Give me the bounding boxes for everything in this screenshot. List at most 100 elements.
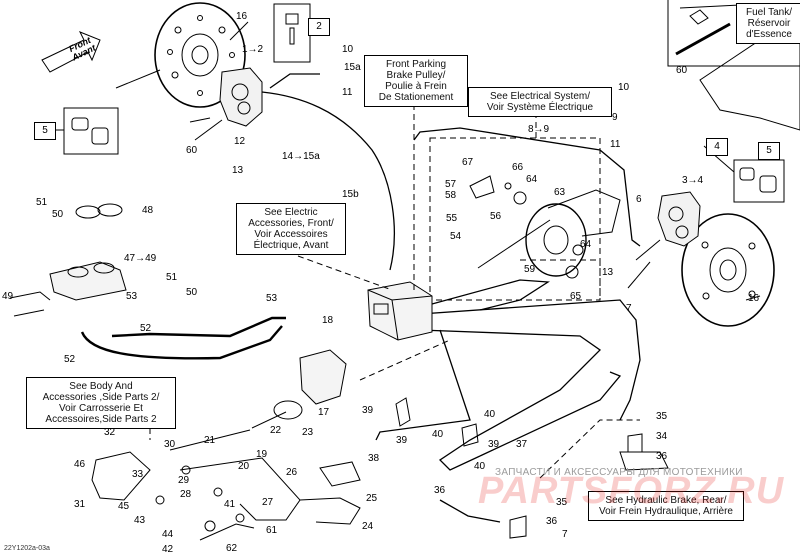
brake-pad-kit-right bbox=[733, 159, 785, 203]
callout-electrical-line1: See Electrical System/ bbox=[489, 91, 591, 102]
callout-pulley-line2: Brake Pulley/ bbox=[386, 70, 446, 81]
brake-pad-kit-left bbox=[63, 107, 119, 155]
callout-front-parking-brake-pulley: Front Parking Brake Pulley/ Poulie à Fre… bbox=[364, 55, 468, 107]
part-label: 21 bbox=[204, 435, 216, 446]
part-label: 36 bbox=[546, 516, 558, 527]
part-label: 20 bbox=[238, 461, 250, 472]
part-label: 15b bbox=[342, 189, 359, 200]
watermark-logo: PARTSFORZ.RU bbox=[478, 470, 785, 512]
part-label: 30 bbox=[164, 439, 176, 450]
part-label: 39 bbox=[396, 435, 408, 446]
part-label: 64 bbox=[526, 174, 538, 185]
callout-pulley-line1: Front Parking bbox=[385, 59, 447, 70]
part-label: 47→49 bbox=[124, 253, 157, 264]
part-label: 63 bbox=[554, 187, 566, 198]
part-label: 37 bbox=[516, 439, 528, 450]
callout-body-line3: Voir Carrosserie Et bbox=[59, 403, 143, 414]
part-label: 39 bbox=[362, 405, 374, 416]
part-label: 10 bbox=[342, 44, 354, 55]
part-label: 44 bbox=[162, 529, 174, 540]
front-left-caliper bbox=[189, 67, 263, 141]
part-label: 35 bbox=[556, 497, 568, 508]
part-label: 23 bbox=[302, 427, 314, 438]
part-label: 62 bbox=[226, 543, 238, 554]
master-cylinder-reservoir bbox=[9, 203, 286, 360]
front-direction-arrow bbox=[41, 31, 101, 73]
part-label: 38 bbox=[368, 453, 380, 464]
part-label: 61 bbox=[266, 525, 278, 536]
callout-electric-accessories: See Electric Accessories, Front/ Voir Ac… bbox=[236, 203, 346, 255]
callout-pulley-line3: Poulie à Frein bbox=[385, 81, 447, 92]
part-label: 51 bbox=[36, 197, 48, 208]
part-label: 13 bbox=[232, 165, 244, 176]
part-label: 16 bbox=[236, 11, 248, 22]
callout-hydraulic-brake-rear: See Hydraulic Brake, Rear/ Voir Frein Hy… bbox=[588, 491, 744, 521]
part-label: 27 bbox=[262, 497, 274, 508]
part-label: 66 bbox=[512, 162, 524, 173]
part-label: 41 bbox=[224, 499, 236, 510]
abs-hydraulic-module bbox=[367, 281, 433, 341]
part-label: 53 bbox=[266, 293, 278, 304]
part-label: 64 bbox=[580, 239, 592, 250]
front-left-brake-disc bbox=[154, 2, 246, 108]
part-label: 25 bbox=[366, 493, 378, 504]
part-label: 11 bbox=[610, 139, 621, 150]
part-label: 15a bbox=[344, 62, 361, 73]
part-label: 28 bbox=[180, 489, 192, 500]
part-label: 50 bbox=[186, 287, 198, 298]
part-label: 35 bbox=[656, 411, 668, 422]
callout-body-line4: Accessoires,Side Parts 2 bbox=[45, 414, 157, 425]
part-label: 43 bbox=[134, 515, 146, 526]
part-label: 52 bbox=[64, 354, 76, 365]
part-label: 34 bbox=[656, 431, 668, 442]
rear-brake-hardware bbox=[395, 397, 669, 539]
part-label: 50 bbox=[52, 209, 64, 220]
callout-elec-acc-line1: See Electric bbox=[264, 207, 318, 218]
part-label: 16 bbox=[748, 293, 760, 304]
callout-fuel-tank-line2: Réservoir bbox=[747, 18, 791, 29]
part-label: 19 bbox=[256, 449, 268, 460]
part-label: 36 bbox=[434, 485, 446, 496]
part-label: 1→2 bbox=[242, 44, 264, 55]
callout-hydraulic-line1: See Hydraulic Brake, Rear/ bbox=[605, 495, 727, 506]
part-label: 17 bbox=[318, 407, 330, 418]
part-label: 26 bbox=[286, 467, 298, 478]
callout-electrical-line2: Voir Système Électrique bbox=[486, 102, 594, 113]
callout-fuel-tank-line1: Fuel Tank/ bbox=[746, 7, 792, 18]
callout-fuel-tank-line3: d'Essence bbox=[746, 29, 792, 40]
callout-body-line1: See Body And bbox=[69, 381, 133, 392]
part-label: 52 bbox=[140, 323, 152, 334]
part-label: 8→9 bbox=[528, 124, 550, 135]
callout-elec-acc-line3: Voir Accessoires bbox=[254, 229, 328, 240]
brake-lines bbox=[261, 73, 641, 523]
front-right-caliper bbox=[627, 191, 701, 289]
part-label: 14→15a bbox=[282, 151, 320, 162]
part-label: 24 bbox=[362, 521, 374, 532]
part-label: 40 bbox=[484, 409, 496, 420]
part-label: 11 bbox=[342, 87, 353, 98]
part-label: 56 bbox=[490, 211, 502, 222]
part-label: 10 bbox=[618, 82, 630, 93]
part-label: 51 bbox=[166, 272, 178, 283]
part-label: 18 bbox=[322, 315, 334, 326]
part-label: 54 bbox=[450, 231, 462, 242]
front-right-brake-disc bbox=[681, 213, 775, 327]
part-label: 32 bbox=[104, 427, 116, 438]
part-label: 40 bbox=[432, 429, 444, 440]
callout-body-accessories: See Body And Accessories ,Side Parts 2/ … bbox=[26, 377, 176, 429]
callout-hydraulic-line2: Voir Frein Hydraulique, Arrière bbox=[599, 506, 733, 517]
part-label: 22 bbox=[270, 425, 282, 436]
bleeder-kit-box bbox=[273, 3, 311, 63]
part-label: 65 bbox=[570, 291, 582, 302]
part-label: 3→4 bbox=[682, 175, 704, 186]
brake-pedal-assembly bbox=[91, 349, 361, 541]
part-label: 60 bbox=[676, 65, 688, 76]
drawing-code: 22Y1202a-03a bbox=[4, 545, 50, 552]
part-label: 48 bbox=[142, 205, 154, 216]
part-label: 42 bbox=[162, 544, 174, 555]
part-label: 12 bbox=[234, 136, 246, 147]
part-label: 6 bbox=[636, 194, 642, 205]
part-label: 7 bbox=[562, 529, 568, 540]
callout-pulley-line4: De Stationement bbox=[378, 92, 454, 103]
